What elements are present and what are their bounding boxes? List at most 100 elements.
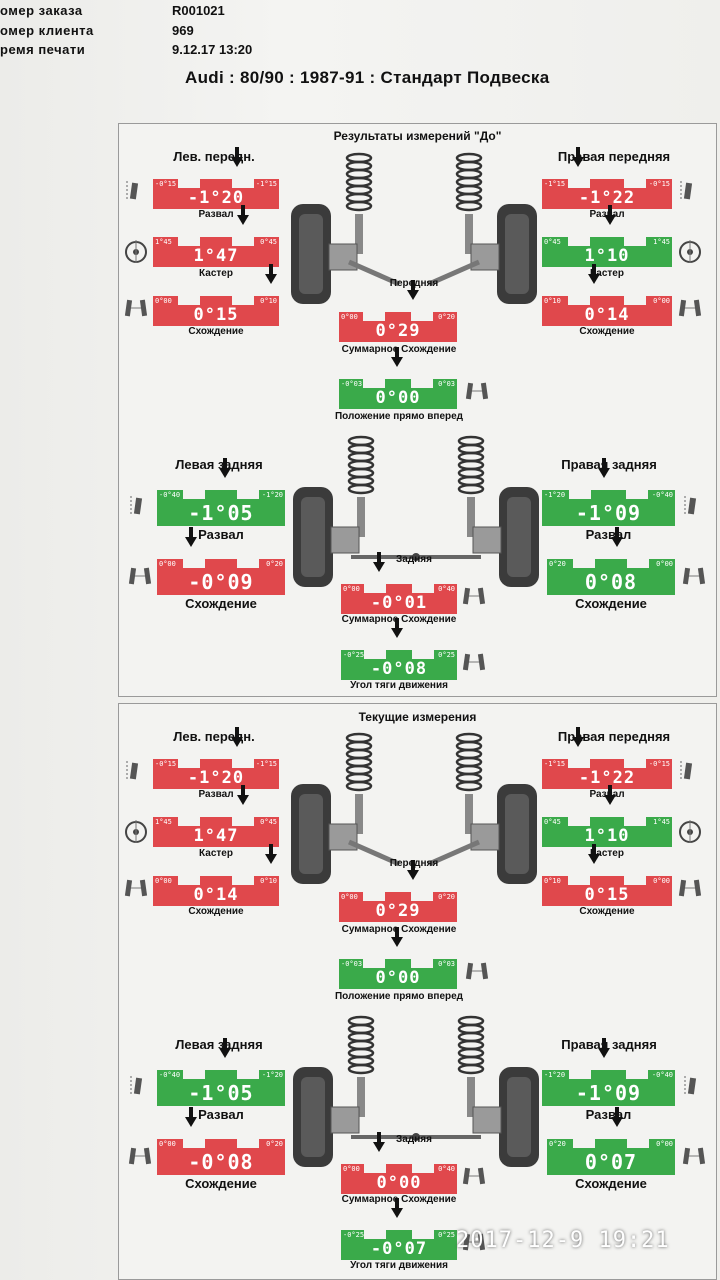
print-time-label: ремя печати [0, 42, 86, 57]
lf-camber-gauge: -0°15-1°15-1°20 [153, 147, 279, 209]
lr-toe-gauge-range-high: 0°20 [266, 560, 283, 568]
straight-ahead-gauge-value: 0°00 [375, 968, 421, 988]
front-total-toe-gauge-range-high: 0°20 [438, 893, 455, 901]
toe-diagram-icon [678, 879, 702, 897]
rr-camber-gauge-notch-right [626, 1070, 649, 1079]
lr-toe-gauge-range-low: 0°00 [159, 1140, 176, 1148]
straight-ahead-gauge-notch-left [362, 379, 385, 388]
rear-total-toe-gauge-pointer-arrow [373, 1132, 385, 1152]
lr-toe-gauge-pointer-arrow [185, 527, 197, 547]
thrust-angle-gauge-value: -0°08 [370, 659, 428, 679]
rf-camber-gauge-range-high: -0°15 [648, 180, 670, 188]
lr-toe-label: Схождение [185, 596, 257, 611]
order-number-value: R001021 [172, 3, 225, 18]
lr-toe-gauge-notch-left [182, 559, 205, 568]
camber-diagram-icon [680, 181, 693, 201]
rear-total-toe-gauge-notch-right [411, 1164, 434, 1173]
thrust-angle-icon [462, 1233, 486, 1251]
straight-ahead-gauge-bar [339, 379, 457, 409]
thrust-angle-gauge-range-high: 0°25 [438, 1231, 455, 1239]
lf-camber-gauge-range-low: -0°15 [155, 180, 177, 188]
lf-toe-gauge-notch-left [178, 296, 201, 305]
panel-before: Результаты измерений "До" Лев. передн.-0… [118, 123, 717, 697]
front-total-toe-gauge-pointer-arrow [407, 860, 419, 880]
lf-caster-gauge-range-high: 0°45 [260, 238, 277, 246]
rr-camber-gauge-notch-right [626, 490, 649, 499]
toe-diagram-icon [678, 299, 702, 317]
rf-camber-gauge-value: -1°22 [578, 188, 636, 208]
front-total-toe-gauge-bar [339, 312, 457, 342]
rear-suspension-illustration [293, 435, 539, 587]
rr-toe-gauge-bar [547, 1139, 675, 1175]
rr-camber-label: Развал [585, 527, 632, 542]
straight-ahead-label: Положение прямо вперед [334, 411, 464, 422]
thrust-angle-gauge-notch-left [364, 650, 387, 659]
lf-caster-gauge-value: 1°47 [193, 826, 239, 846]
rear-total-toe-label: Суммарное Схождение [341, 1194, 457, 1205]
thrust-angle-gauge-value: -0°07 [370, 1239, 428, 1259]
rr-toe-gauge-notch-right [627, 1139, 650, 1148]
thrust-angle-label: Угол тяги движения [350, 1260, 448, 1271]
lf-camber-gauge-range-low: -0°15 [155, 760, 177, 768]
rf-toe-gauge-notch-right [624, 296, 646, 305]
rf-camber-label: Развал [589, 209, 625, 220]
lr-toe-gauge-pointer-arrow [185, 1107, 197, 1127]
front-total-toe-gauge-notch-left [362, 312, 385, 321]
rf-toe-gauge-value: 0°14 [584, 305, 630, 325]
front-total-toe-gauge-value: 0°29 [375, 901, 421, 921]
rr-camber-gauge-range-high: -0°40 [651, 1071, 673, 1079]
straight-ahead-gauge-notch-right [411, 959, 434, 968]
front-total-toe-gauge-notch-right [411, 892, 434, 901]
rr-toe-gauge-range-low: 0°20 [549, 1140, 566, 1148]
toe-diagram-icon [682, 567, 706, 585]
panel-current: Текущие измерения Лев. передн.-0°15-1°15… [118, 703, 717, 1280]
lf-caster-gauge-notch-right [231, 237, 254, 246]
rf-caster-gauge-range-high: 1°45 [653, 818, 670, 826]
lf-toe-gauge-pointer-arrow [265, 264, 277, 284]
rr-toe-gauge-range-low: 0°20 [549, 560, 566, 568]
lr-title: Левая задняя [175, 1037, 263, 1052]
rf-camber-gauge-notch-right [624, 179, 646, 188]
rr-toe-gauge-notch-left [572, 559, 595, 568]
lr-camber-label: Развал [198, 1107, 244, 1122]
rf-camber-gauge-notch-right [624, 759, 646, 768]
lr-toe-gauge-notch-right [237, 559, 260, 568]
lr-camber-gauge-bar [157, 1070, 285, 1106]
front-total-toe-gauge-notch-right [411, 312, 434, 321]
front-total-toe-gauge-range-low: 0°00 [341, 313, 358, 321]
lf-caster-gauge-range-high: 0°45 [260, 818, 277, 826]
rf-caster-gauge-pointer-arrow [604, 785, 616, 805]
toe-diagram-icon [124, 879, 148, 897]
rf-toe-gauge-pointer-arrow [588, 844, 600, 864]
lf-caster-gauge-notch-right [231, 817, 254, 826]
lf-camber-gauge-value: -1°20 [187, 768, 245, 788]
rf-caster-gauge-range-high: 1°45 [653, 238, 670, 246]
straight-ahead-gauge-pointer-arrow [391, 347, 403, 367]
lf-toe-gauge-notch-right [231, 296, 254, 305]
rf-camber-gauge-bar [542, 759, 672, 789]
lf-camber-label: Развал [198, 789, 234, 800]
client-number-value: 969 [172, 23, 194, 38]
rr-toe-gauge-bar [547, 559, 675, 595]
lf-toe-label: Схождение [188, 906, 244, 917]
lf-camber-label: Развал [198, 209, 234, 220]
rf-toe-label: Схождение [579, 906, 635, 917]
lf-camber-gauge-pointer-arrow [231, 727, 243, 747]
front-total-toe-gauge-pointer-arrow [407, 280, 419, 300]
lf-caster-gauge-notch-left [178, 817, 201, 826]
straight-ahead-label: Положение прямо вперед [334, 991, 464, 1002]
rear-toe-icon [462, 1167, 486, 1185]
rr-camber-gauge-notch-left [568, 1070, 591, 1079]
lf-camber-gauge-bar [153, 759, 279, 789]
rear-toe-icon [462, 587, 486, 605]
rf-camber-gauge-pointer-arrow [572, 147, 584, 167]
straight-ahead-gauge-range-high: 0°03 [438, 960, 455, 968]
rf-title: Правая передняя [557, 149, 671, 164]
front-total-toe-gauge-bar [339, 892, 457, 922]
lr-camber-gauge-range-low: -0°40 [159, 1071, 181, 1079]
